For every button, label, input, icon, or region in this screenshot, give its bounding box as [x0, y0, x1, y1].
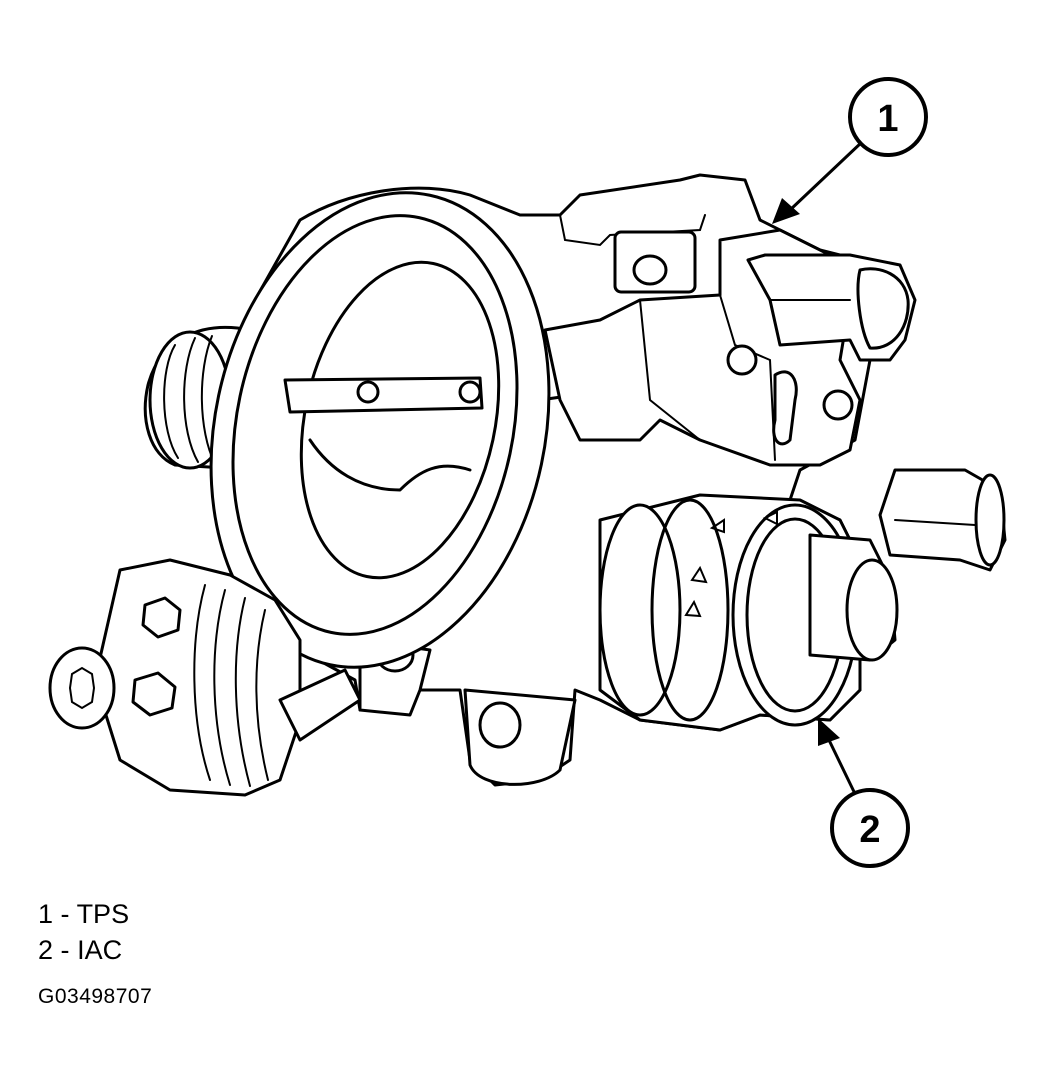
figure-id: G03498707	[38, 985, 153, 1008]
legend: 1 - TPS 2 - IAC	[38, 896, 129, 968]
callout-1-circle	[848, 77, 928, 157]
callout-1-number: 1	[877, 98, 898, 140]
legend-separator: -	[60, 935, 70, 965]
throttle-bore	[209, 191, 551, 669]
callout-2-number: 2	[859, 809, 880, 851]
legend-number: 1	[38, 899, 54, 929]
callout-2-circle	[830, 788, 910, 868]
legend-separator: -	[60, 899, 70, 929]
legend-number: 2	[38, 935, 54, 965]
callout-1: 1	[772, 77, 928, 224]
callout-2-arrowhead	[818, 718, 840, 746]
iac-motor	[598, 468, 1007, 732]
throttle-linkage-pulley	[48, 558, 362, 797]
tps-sensor	[543, 228, 917, 467]
legend-label: TPS	[76, 899, 130, 929]
legend-item-tps: 1 - TPS	[38, 896, 129, 932]
legend-label: IAC	[77, 935, 123, 965]
callout-1-arrowhead	[772, 198, 800, 224]
legend-item-iac: 2 - IAC	[38, 932, 129, 968]
callout-2: 2	[818, 718, 910, 868]
